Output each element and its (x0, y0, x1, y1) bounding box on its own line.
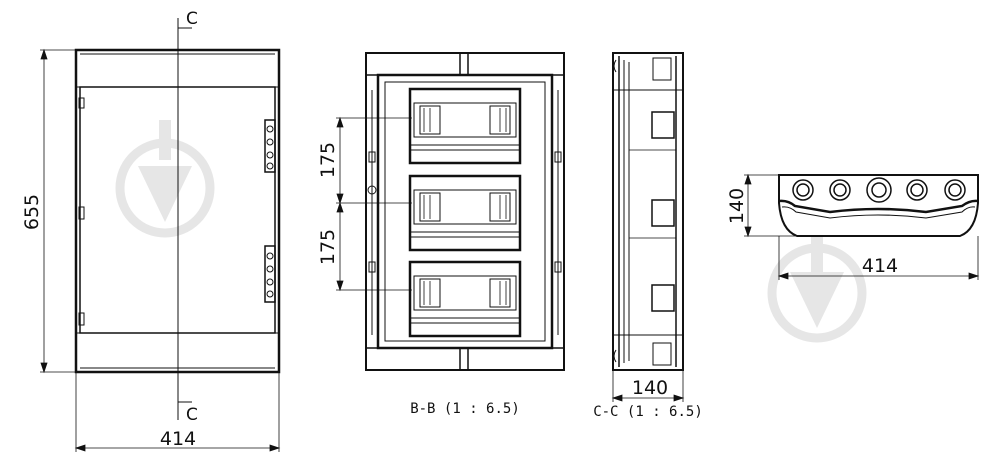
section-bb-caption: B-B (1 : 6.5) (410, 401, 520, 417)
top-view-depth-label: 140 (726, 188, 748, 224)
watermark-logo-left-icon (115, 120, 215, 238)
din-module-row-2 (408, 174, 522, 252)
section-cc (612, 52, 684, 371)
top-view-width-dimension (777, 236, 980, 280)
top-view-depth-dimension (744, 173, 797, 238)
section-marker-bottom: C (186, 405, 198, 425)
din-module-row-1 (408, 87, 522, 165)
front-view (74, 18, 281, 420)
section-marker-top: C (186, 9, 198, 29)
cable-entry-knockouts (792, 177, 966, 203)
height-dim-label: 655 (21, 194, 43, 230)
din-module-row-3 (408, 260, 522, 338)
section-cc-depth-label: 140 (632, 377, 668, 399)
section-bb (365, 52, 565, 371)
module-pitch-lower-label: 175 (317, 229, 339, 265)
latch-upper (264, 119, 276, 173)
width-dim-label: 414 (160, 428, 196, 450)
latch-lower (264, 245, 276, 303)
height-dimension (40, 48, 76, 374)
top-view-width-label: 414 (862, 255, 898, 277)
module-pitch-upper-label: 175 (317, 142, 339, 178)
width-dimension (74, 372, 281, 452)
watermark-logo-right-icon (767, 236, 867, 343)
top-view (778, 174, 979, 237)
module-pitch-dimensions (336, 116, 412, 292)
section-cc-depth-dimension (611, 370, 685, 402)
section-cc-caption: C-C (1 : 6.5) (593, 404, 703, 420)
